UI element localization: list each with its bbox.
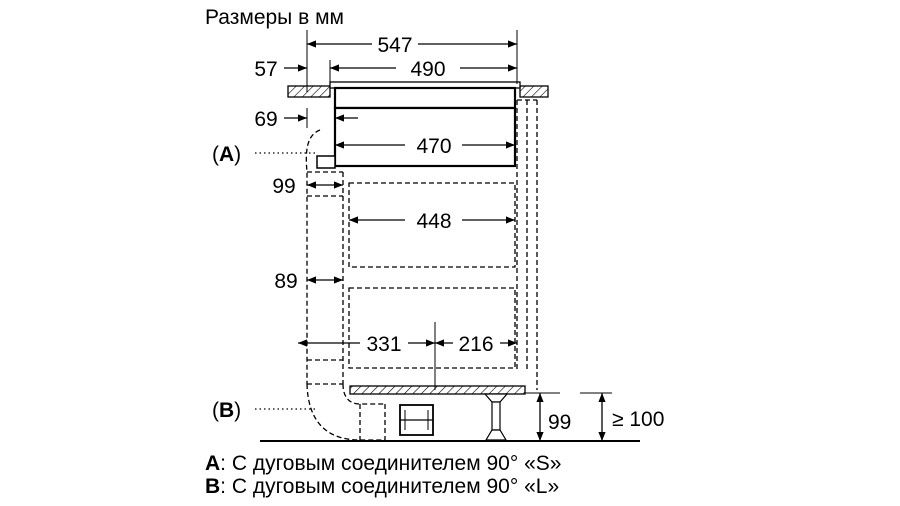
dimension-label-99-plinth: 99 [548,411,571,434]
dimension-label-57: 57 [254,58,277,81]
cabinet-leg [483,393,509,441]
plinth-vent [399,404,434,436]
hob-unit [316,81,521,169]
bend-connector-l [306,383,386,441]
dimension-label-216: 216 [458,333,493,356]
cabinet-base [349,385,526,395]
dimension-label-331: 331 [366,333,401,356]
dimension-label-448: 448 [416,210,451,233]
legend-item-b: B: С дуговым соединителем 90° «L» [205,475,559,499]
cabinet-wall [516,99,538,390]
drawer-outline [348,182,516,369]
legend-key-a: A [205,452,221,475]
dimension-label-547: 547 [377,34,412,57]
dimension-label-99-duct: 99 [272,175,295,198]
dimension-label-490: 490 [410,58,445,81]
callout-b: (B) [212,399,241,422]
extension-lines [306,30,612,394]
dimension-lines [284,40,606,441]
diagram-title: Размеры в мм [205,6,344,29]
legend-key-b: B [205,475,221,498]
legend-item-a: A: С дуговым соединителем 90° «S» [205,452,561,476]
vertical-duct [305,129,344,385]
callout-leaders [255,152,315,410]
legend-text-a: : С дуговым соединителем 90° «S» [220,452,562,475]
dimension-label-89: 89 [274,270,297,293]
dimension-label-470: 470 [416,135,451,158]
legend-text-b: : С дуговым соединителем 90° «L» [220,475,560,498]
callout-a: (A) [212,143,241,166]
dimension-label-min-100: ≥ 100 [612,408,664,431]
dimension-label-69: 69 [254,108,277,131]
